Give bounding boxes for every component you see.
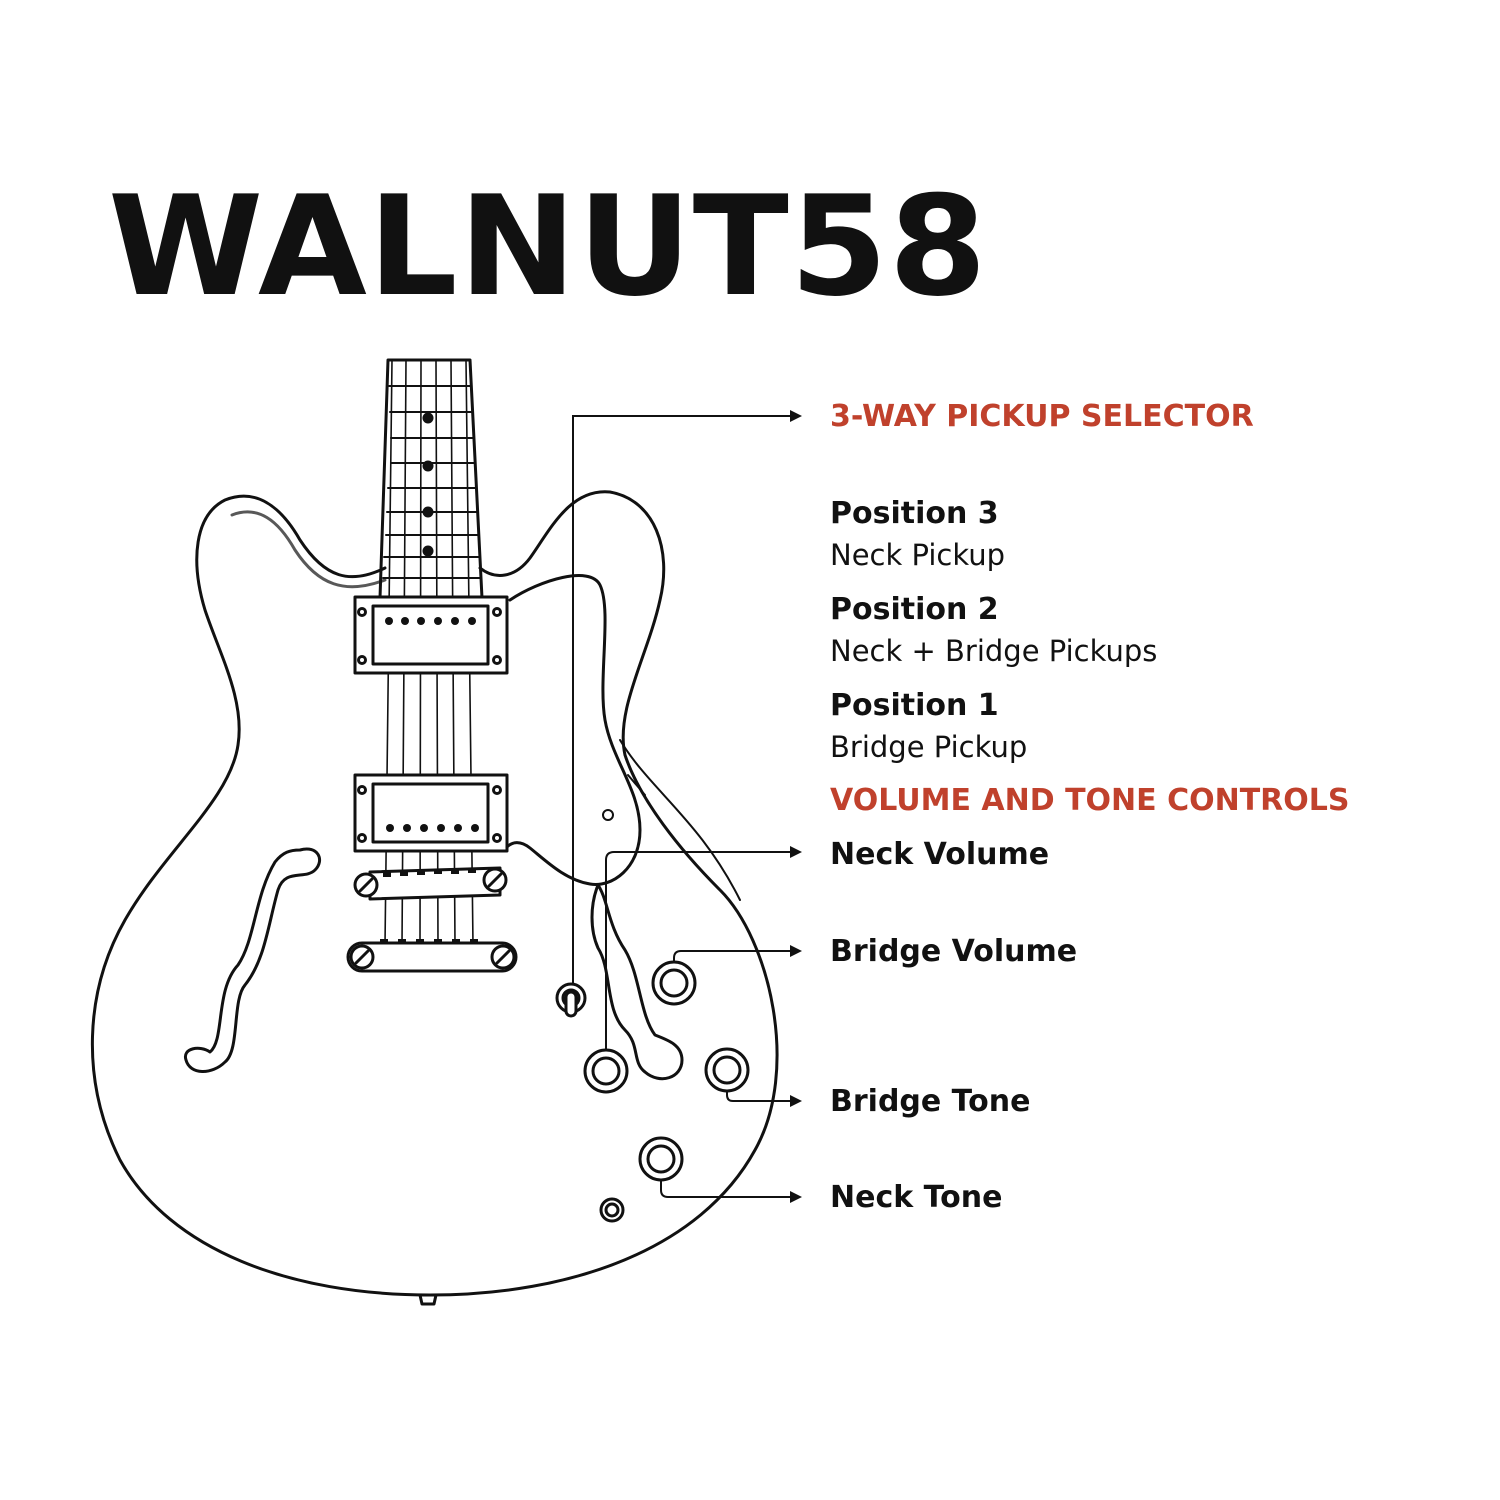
bridge-pickup [353,773,509,853]
position-2-title: Position 2 [830,592,999,627]
pickguard [505,574,642,886]
bridge-pickup-poles [386,824,479,832]
neck-tone-label: Neck Tone [830,1180,1003,1215]
tailpiece-anchors [380,939,478,944]
output-jack [599,1197,625,1223]
neck-pickup-poles [385,617,476,625]
bridge-tone-leader-line [726,1091,802,1107]
position-3-title: Position 3 [830,496,999,531]
fret-markers [422,412,434,557]
position-2-desc: Neck + Bridge Pickups [830,634,1158,668]
neck-tone-leader-line [660,1180,802,1203]
neck-pickup [353,595,509,675]
guitar-body-binding [230,510,387,589]
position-1-desc: Bridge Pickup [830,730,1028,764]
neck-volume-leader-line [605,846,802,1050]
left-f-hole [183,847,321,1073]
stopbar-tailpiece [346,941,518,973]
right-f-hole [590,883,684,1081]
position-1-title: Position 1 [830,688,999,723]
bridge-volume-knob [651,960,697,1006]
neck-volume-knob [583,1048,629,1094]
pickup-selector-switch [555,982,587,1018]
selector-leader-line [572,410,802,985]
neck-tone-knob [638,1136,684,1182]
position-3-desc: Neck Pickup [830,538,1006,572]
bridge-tone-knob [704,1047,750,1093]
tune-o-matic-bridge [353,866,508,901]
bridge-volume-leader-line [673,945,802,962]
bridge-volume-label: Bridge Volume [830,934,1078,969]
selector-heading: 3-WAY PICKUP SELECTOR [830,399,1254,434]
controls-heading: VOLUME AND TONE CONTROLS [830,783,1350,818]
neck-volume-label: Neck Volume [830,837,1050,872]
page-title: WALNUT58 [108,166,988,327]
bridge-saddles [383,868,476,877]
bridge-tone-label: Bridge Tone [830,1084,1031,1119]
strap-button [418,1293,438,1306]
